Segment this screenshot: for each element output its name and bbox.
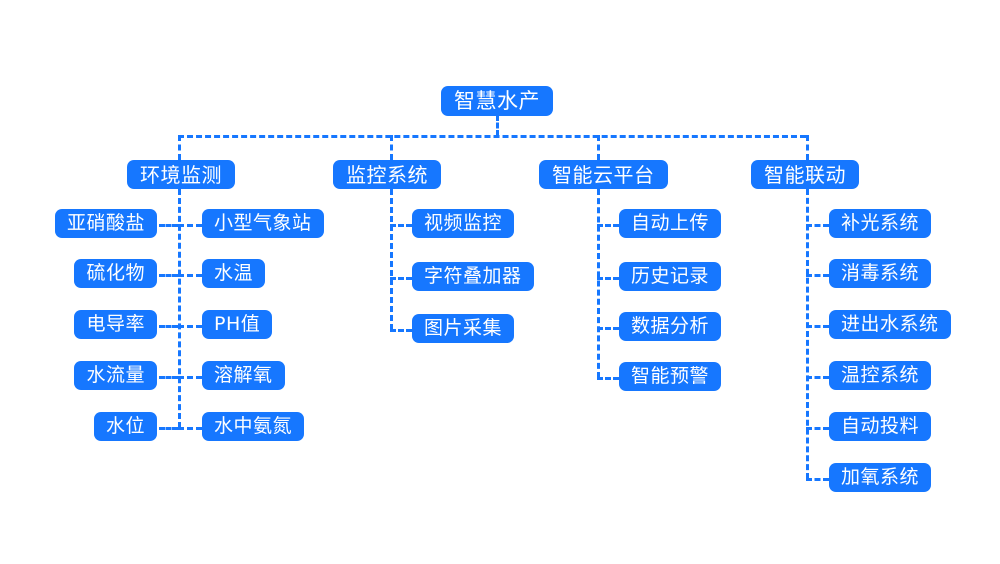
leaf-node-dissolved-oxygen[interactable]: 溶解氧: [202, 361, 285, 390]
leaf-node-water-flow[interactable]: 水流量: [74, 361, 157, 390]
stub-right-row-3: [178, 325, 202, 328]
branch-node-environment-monitoring[interactable]: 环境监测: [127, 160, 235, 189]
trunk-drop-smart-cloud-platform: [597, 135, 600, 160]
stub-linkage-6: [806, 478, 829, 481]
leaf-node-temperature-control-system[interactable]: 温控系统: [829, 361, 932, 390]
stub-linkage-5: [806, 427, 829, 430]
trunk-drop-environment-monitoring: [178, 135, 181, 160]
stub-monitoring-2: [390, 277, 412, 280]
branch-node-smart-linkage[interactable]: 智能联动: [751, 160, 859, 189]
leaf-node-nitrite[interactable]: 亚硝酸盐: [54, 209, 157, 238]
stub-linkage-3: [806, 325, 829, 328]
stub-monitoring-3: [390, 329, 412, 332]
stub-left-row-2: [159, 274, 178, 277]
stub-linkage-2: [806, 274, 829, 277]
trunk-drop-monitoring-system: [390, 135, 393, 160]
leaf-node-character-overlay[interactable]: 字符叠加器: [412, 262, 534, 291]
stub-cloud-3: [597, 327, 619, 330]
spine-environment-monitoring: [178, 189, 181, 428]
spine-smart-cloud-platform: [597, 189, 600, 378]
branch-node-smart-cloud-platform[interactable]: 智能云平台: [539, 160, 668, 189]
leaf-node-oxygenation-system[interactable]: 加氧系统: [829, 463, 932, 492]
leaf-node-weather-station[interactable]: 小型气象站: [202, 209, 324, 238]
leaf-node-water-temperature[interactable]: 水温: [202, 259, 266, 288]
root-stem-connector: [496, 115, 499, 136]
leaf-node-image-capture[interactable]: 图片采集: [412, 314, 515, 343]
stub-left-row-3: [159, 325, 178, 328]
stub-left-row-4: [159, 376, 178, 379]
leaf-node-smart-alert[interactable]: 智能预警: [619, 362, 722, 391]
stub-right-row-5: [178, 427, 202, 430]
stub-right-row-1: [178, 224, 202, 227]
leaf-node-water-inlet-outlet-system[interactable]: 进出水系统: [829, 310, 951, 339]
leaf-node-water-level[interactable]: 水位: [93, 412, 157, 441]
leaf-node-history-record[interactable]: 历史记录: [619, 262, 722, 291]
main-trunk-connector: [178, 135, 806, 138]
leaf-node-data-analysis[interactable]: 数据分析: [619, 312, 722, 341]
leaf-node-conductivity[interactable]: 电导率: [74, 310, 157, 339]
stub-left-row-5: [159, 427, 178, 430]
root-node[interactable]: 智慧水产: [441, 86, 553, 116]
stub-cloud-2: [597, 277, 619, 280]
stub-cloud-4: [597, 377, 619, 380]
trunk-drop-smart-linkage: [806, 135, 809, 160]
stub-linkage-4: [806, 376, 829, 379]
leaf-node-automatic-feeding[interactable]: 自动投料: [829, 412, 932, 441]
spine-monitoring-system: [390, 189, 393, 330]
branch-node-monitoring-system[interactable]: 监控系统: [333, 160, 441, 189]
leaf-node-disinfection-system[interactable]: 消毒系统: [829, 259, 932, 288]
leaf-node-ph-value[interactable]: PH值: [202, 310, 273, 339]
spine-smart-linkage: [806, 189, 809, 479]
stub-right-row-2: [178, 274, 202, 277]
stub-linkage-1: [806, 224, 829, 227]
leaf-node-ammonia-nitrogen[interactable]: 水中氨氮: [202, 412, 305, 441]
stub-left-row-1: [159, 224, 178, 227]
leaf-node-sulfide[interactable]: 硫化物: [74, 259, 157, 288]
stub-monitoring-1: [390, 224, 412, 227]
stub-right-row-4: [178, 376, 202, 379]
leaf-node-supplementary-lighting[interactable]: 补光系统: [829, 209, 932, 238]
stub-cloud-1: [597, 224, 619, 227]
leaf-node-video-surveillance[interactable]: 视频监控: [412, 209, 515, 238]
leaf-node-auto-upload[interactable]: 自动上传: [619, 209, 722, 238]
